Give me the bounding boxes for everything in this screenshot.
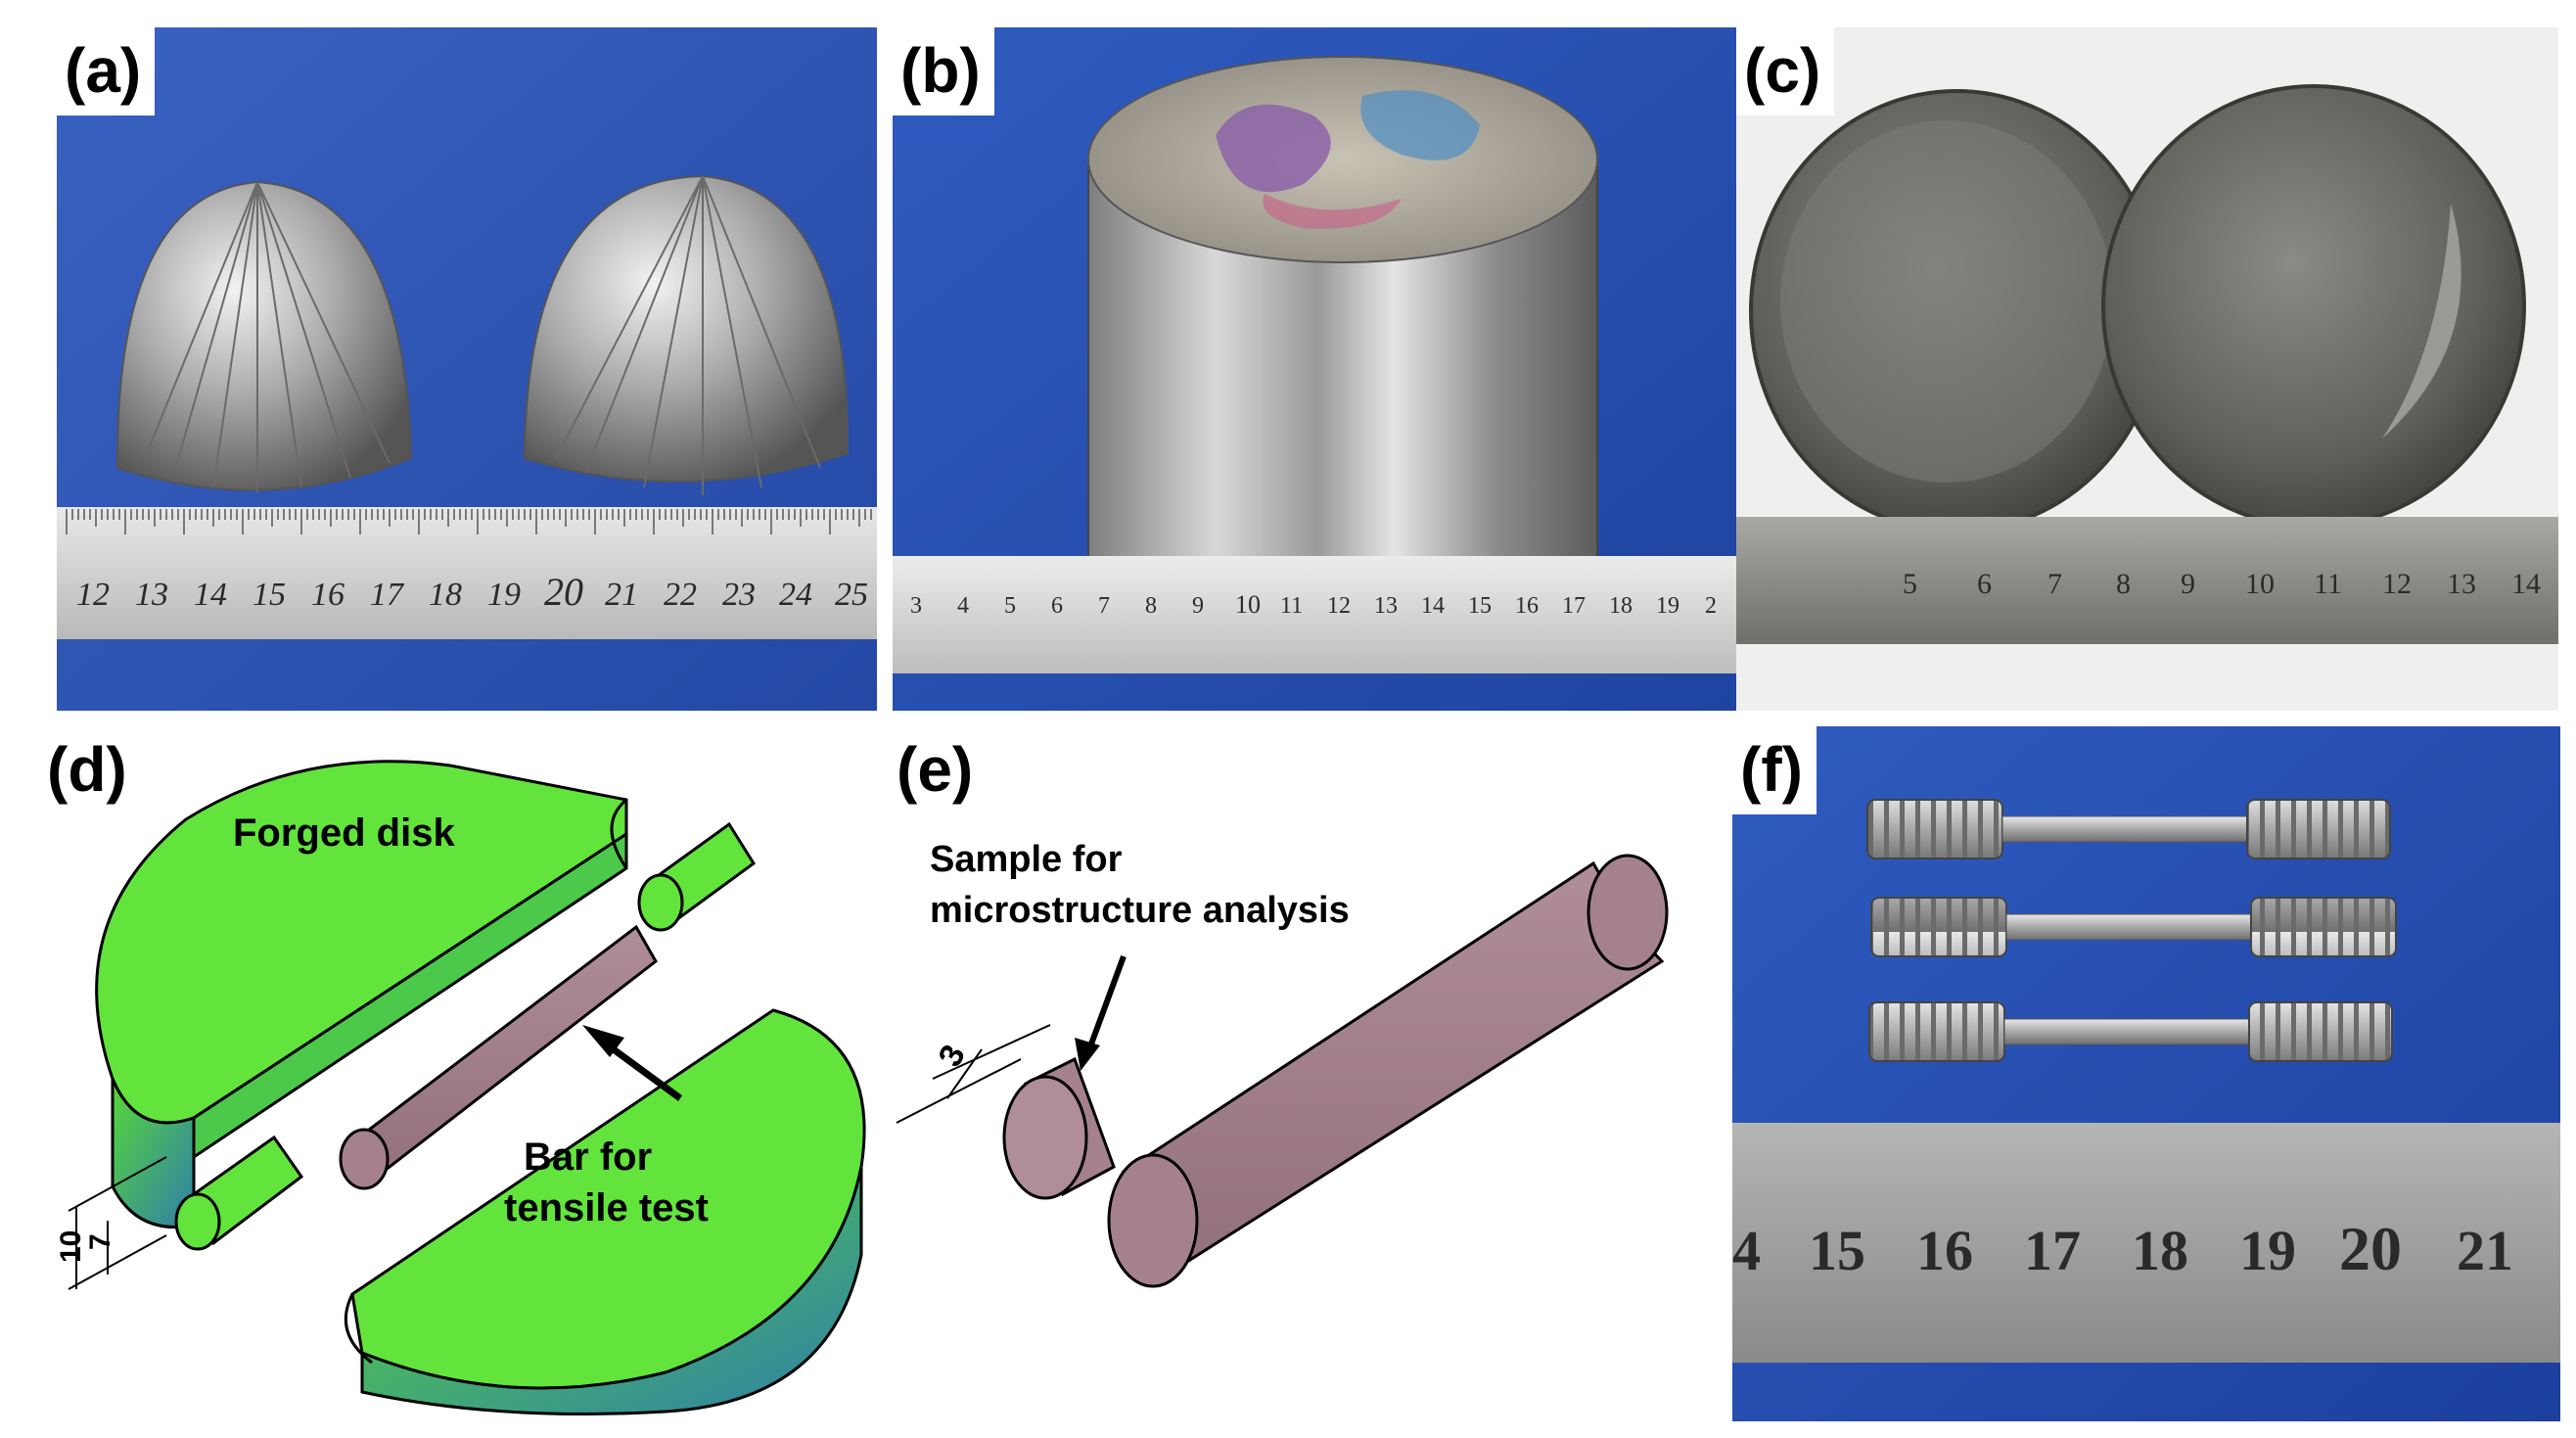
ruler-number: 21 bbox=[605, 577, 638, 613]
ruler-number: 2 bbox=[1705, 593, 1717, 619]
bar-label-line2: tensile test bbox=[504, 1186, 709, 1229]
ruler-number: 12 bbox=[1327, 593, 1351, 619]
panel-b-photo: 3 4 5 6 7 8 9 10 11 12 13 14 15 16 17 18… bbox=[893, 27, 1736, 711]
microstructure-sample-disk bbox=[1002, 1056, 1116, 1200]
sample-label-line2: microstructure analysis bbox=[930, 890, 1350, 931]
ruler-number: 9 bbox=[1192, 593, 1204, 619]
sample-label-line1: Sample for bbox=[930, 839, 1123, 880]
ruler-number: 14 bbox=[1421, 593, 1445, 619]
panel-label: (a) bbox=[57, 27, 156, 116]
bar-for-tensile-test bbox=[174, 821, 757, 1251]
ruler-number: 5 bbox=[1903, 568, 1917, 600]
panel-label: (b) bbox=[893, 27, 994, 116]
dimension-label-inner: 7 bbox=[84, 1233, 116, 1250]
fracture-disk-left bbox=[1749, 89, 2164, 533]
bar-label-line1: Bar for bbox=[524, 1136, 652, 1179]
ruler-number: 13 bbox=[135, 577, 168, 613]
ruler-number: 19 bbox=[1656, 593, 1679, 619]
fracture-disk-right bbox=[2101, 84, 2526, 529]
ruler-number: 9 bbox=[2181, 568, 2195, 600]
ruler-number: 18 bbox=[429, 577, 462, 613]
ruler-number: 16 bbox=[1515, 593, 1539, 619]
sample-arrow bbox=[1075, 954, 1127, 1071]
forged-disk-lower-half bbox=[344, 1008, 866, 1415]
ruler-number: 3 bbox=[910, 593, 922, 619]
ruler-f: 4 15 16 17 18 19 20 21 bbox=[1732, 1123, 2560, 1363]
ruler-number: 19 bbox=[487, 577, 521, 613]
ruler-number: 22 bbox=[664, 577, 697, 613]
ruler-number: 23 bbox=[722, 577, 756, 613]
ruler-number: 17 bbox=[370, 577, 405, 613]
ruler-number: 21 bbox=[2457, 1219, 2513, 1282]
thickness-dimension bbox=[896, 1024, 1051, 1124]
tensile-specimen-2 bbox=[1870, 897, 2397, 957]
bar-remainder bbox=[1107, 854, 1669, 1288]
ruler-number: 16 bbox=[311, 577, 345, 613]
ruler-number: 12 bbox=[76, 577, 110, 613]
ruler-number: 15 bbox=[1468, 593, 1492, 619]
ruler-number: 5 bbox=[1004, 593, 1016, 619]
panel-d-schematic: 10 7 Forged disk Bar for tensile test (d… bbox=[39, 726, 883, 1421]
ruler-number: 18 bbox=[2132, 1219, 2188, 1282]
ruler-number: 12 bbox=[2382, 568, 2412, 600]
ruler-number: 6 bbox=[1977, 568, 1992, 600]
hemisphere-left bbox=[115, 180, 413, 492]
ruler-number: 20 bbox=[544, 570, 583, 614]
ruler-number: 14 bbox=[194, 577, 227, 613]
hemisphere-right bbox=[523, 174, 850, 495]
ruler-b: 3 4 5 6 7 8 9 10 11 12 13 14 15 16 17 18… bbox=[893, 556, 1736, 673]
tensile-arrow bbox=[582, 1025, 683, 1101]
ruler-number: 13 bbox=[2447, 568, 2476, 600]
ruler-number: 19 bbox=[2239, 1219, 2296, 1282]
tensile-specimen-1 bbox=[1866, 799, 2391, 859]
panel-f-photo: 4 15 16 17 18 19 20 21 (f) bbox=[1732, 726, 2560, 1421]
ruler-number: 16 bbox=[1916, 1219, 1973, 1282]
forged-disk-upper-half bbox=[95, 760, 628, 1229]
dimension-lines bbox=[68, 1156, 167, 1290]
ruler-number: 15 bbox=[253, 577, 286, 613]
panel-c-photo: 5 6 7 8 9 10 11 12 13 14 (c) bbox=[1736, 27, 2558, 711]
ruler-number: 10 bbox=[1235, 590, 1261, 619]
ruler-number: 6 bbox=[1051, 593, 1063, 619]
ruler-a-numbers: 12 13 14 15 16 17 18 19 20 21 22 23 24 2… bbox=[76, 570, 868, 614]
forged-cylinder bbox=[1087, 56, 1598, 621]
tensile-specimen-3 bbox=[1868, 1001, 2393, 1062]
panel-label: (c) bbox=[1736, 27, 1835, 116]
panel-label: (e) bbox=[889, 726, 988, 814]
ruler-a: 12 13 14 15 16 17 18 19 20 21 22 23 24 2… bbox=[57, 507, 877, 639]
ruler-number: 17 bbox=[1562, 593, 1586, 619]
ruler-number: 4 bbox=[1732, 1219, 1761, 1282]
ruler-number: 17 bbox=[2024, 1219, 2081, 1282]
panel-label: (f) bbox=[1732, 726, 1817, 814]
ruler-number: 18 bbox=[1609, 593, 1633, 619]
panel-e-schematic: 3 Sample for microstructure analysis (e) bbox=[889, 726, 1732, 1421]
ruler-number: 8 bbox=[2116, 568, 2131, 600]
panel-label: (d) bbox=[39, 726, 141, 814]
ruler-number: 11 bbox=[2314, 568, 2342, 600]
ruler-number: 25 bbox=[835, 577, 868, 613]
ruler-number: 7 bbox=[1098, 593, 1110, 619]
ruler-number: 14 bbox=[2511, 568, 2541, 600]
forged-disk-label: Forged disk bbox=[233, 812, 455, 855]
ruler-number: 24 bbox=[779, 577, 812, 613]
panel-a-photo: 12 13 14 15 16 17 18 19 20 21 22 23 24 2… bbox=[57, 27, 877, 711]
ruler-number: 7 bbox=[2047, 568, 2062, 600]
ruler-number: 4 bbox=[957, 593, 969, 619]
ruler-number: 11 bbox=[1280, 593, 1303, 619]
ruler-number: 10 bbox=[2245, 568, 2275, 600]
ruler-number: 8 bbox=[1145, 593, 1157, 619]
ruler-number: 15 bbox=[1809, 1219, 1865, 1282]
ruler-c: 5 6 7 8 9 10 11 12 13 14 bbox=[1736, 517, 2558, 644]
ruler-number: 20 bbox=[2339, 1214, 2402, 1283]
ruler-number: 13 bbox=[1374, 593, 1398, 619]
dimension-label-outer: 10 bbox=[55, 1230, 87, 1263]
